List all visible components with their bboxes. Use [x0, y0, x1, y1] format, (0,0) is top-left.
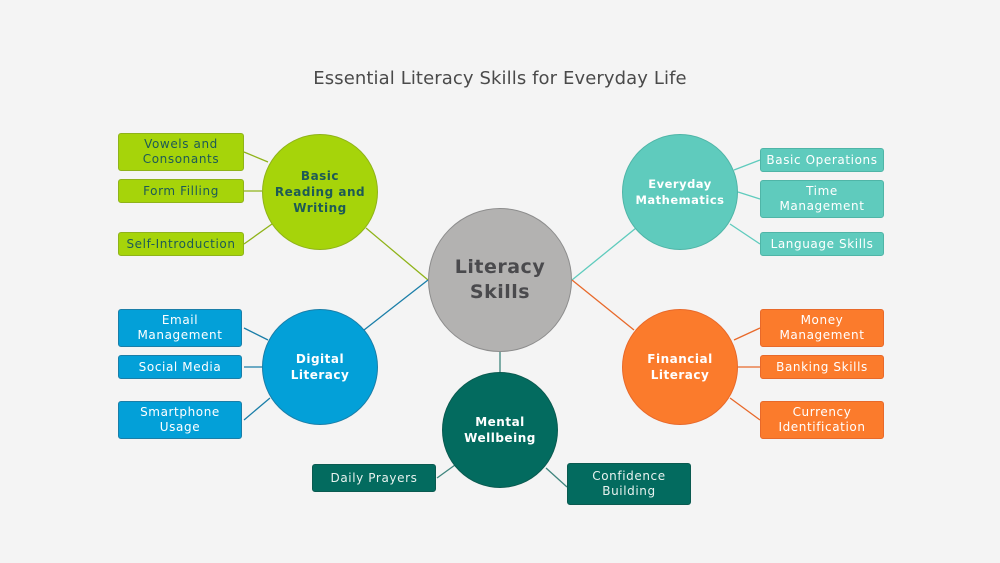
branch-node-mental-wellbeing[interactable]: Mental Wellbeing	[442, 372, 558, 488]
central-node-literacy-skills[interactable]: Literacy Skills	[428, 208, 572, 352]
leaf-self-introduction[interactable]: Self-Introduction	[118, 232, 244, 256]
leaf-language-skills[interactable]: Language Skills	[760, 232, 884, 256]
leaf-vowels-and-consonants[interactable]: Vowels and Consonants	[118, 133, 244, 171]
leaf-form-filling[interactable]: Form Filling	[118, 179, 244, 203]
branch-node-everyday-mathematics[interactable]: Everyday Mathematics	[622, 134, 738, 250]
leaf-basic-operations[interactable]: Basic Operations	[760, 148, 884, 172]
leaf-social-media[interactable]: Social Media	[118, 355, 242, 379]
leaf-banking-skills[interactable]: Banking Skills	[760, 355, 884, 379]
leaf-confidence-building[interactable]: Confidence Building	[567, 463, 691, 505]
branch-node-basic-reading-writing[interactable]: Basic Reading and Writing	[262, 134, 378, 250]
leaf-currency-identification[interactable]: Currency Identification	[760, 401, 884, 439]
leaf-daily-prayers[interactable]: Daily Prayers	[312, 464, 436, 492]
leaf-smartphone-usage[interactable]: Smartphone Usage	[118, 401, 242, 439]
branch-node-financial-literacy[interactable]: Financial Literacy	[622, 309, 738, 425]
branch-node-digital-literacy[interactable]: Digital Literacy	[262, 309, 378, 425]
diagram-title: Essential Literacy Skills for Everyday L…	[313, 68, 687, 89]
leaf-email-management[interactable]: Email Management	[118, 309, 242, 347]
leaf-money-management[interactable]: Money Management	[760, 309, 884, 347]
leaf-time-management[interactable]: Time Management	[760, 180, 884, 218]
